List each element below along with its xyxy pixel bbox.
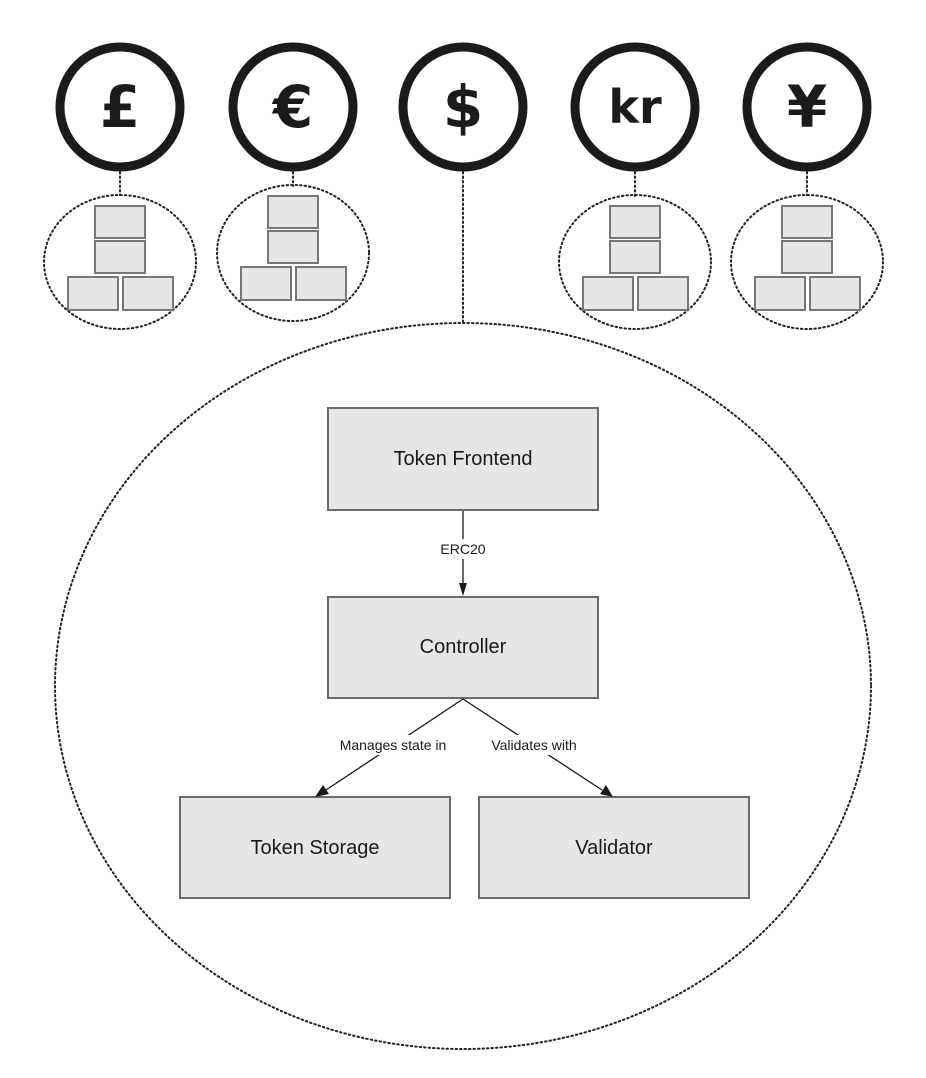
token-storage-node: Token Storage [179,796,451,899]
token-storage-label: Token Storage [251,837,380,859]
usd-system-boundary [54,322,872,1050]
arrowhead-icon [600,785,613,797]
token-frontend-node: Token Frontend [327,407,599,511]
pound-icon: £ [100,73,140,141]
dollar-icon: $ [443,73,483,141]
edge-controller-to-storage: Manages state in [315,698,464,797]
eur-coin: € [228,42,358,172]
manages-state-edge-label: Manages state in [340,737,447,753]
sek-coin: kr [570,42,700,172]
controller-node: Controller [327,596,599,699]
gbp-component-cluster [43,194,197,330]
erc20-edge-label: ERC20 [440,541,485,557]
jpy-component-cluster [730,194,884,330]
arrowhead-icon [459,583,467,596]
validator-label: Validator [575,837,653,859]
validates-with-edge-label: Validates with [491,737,576,753]
yen-icon: ¥ [787,73,827,141]
euro-icon: € [271,73,313,141]
eur-component-cluster [216,184,370,322]
usd-coin: $ [398,42,528,172]
krona-icon: kr [608,80,662,134]
edge-controller-to-validator: Validates with [462,698,613,797]
validator-node: Validator [478,796,750,899]
token-frontend-label: Token Frontend [394,448,533,470]
gbp-coin: £ [55,42,185,172]
sek-component-cluster [558,194,712,330]
controller-label: Controller [420,636,507,658]
arrowhead-icon [315,785,329,797]
edge-frontend-to-controller: ERC20 [436,511,490,596]
jpy-coin: ¥ [742,42,872,172]
